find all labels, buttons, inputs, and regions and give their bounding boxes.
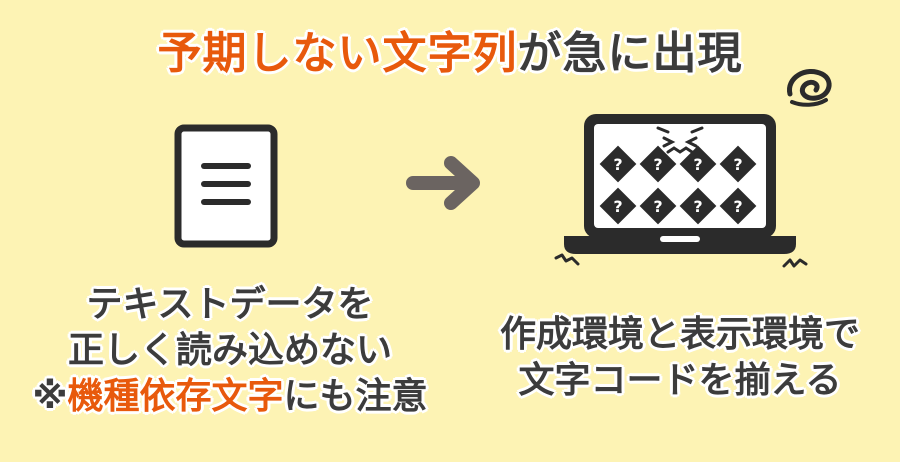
right-caption: 作成環境と表示環境で 文字コードを揃える — [460, 312, 900, 404]
shake-lines-icon — [554, 253, 580, 266]
right-caption-line1: 作成環境と表示環境で — [499, 314, 860, 355]
document-icon — [174, 124, 278, 248]
replacement-char: ? — [653, 155, 662, 174]
replacement-char: ? — [733, 155, 742, 174]
left-caption-line2: 正しく読み込めない — [67, 330, 392, 371]
arrow-right-icon — [406, 156, 480, 210]
left-caption: テキストデータを 正しく読み込めない ※機種依存文字にも注意 — [0, 282, 460, 420]
replacement-char: ? — [613, 197, 622, 216]
shake-lines-icon — [782, 258, 808, 268]
headline: 予期しない文字列が急に出現 — [0, 26, 900, 82]
replacement-char: ? — [613, 155, 622, 174]
note-highlight: 機種依存文字 — [67, 376, 284, 417]
left-caption-line3: ※機種依存文字にも注意 — [0, 374, 460, 420]
headline-highlight: 予期しない文字列 — [157, 28, 518, 79]
left-caption-line1: テキストデータを — [86, 284, 374, 325]
replacement-char: ? — [693, 155, 702, 174]
laptop-icon: ? ? ? ? ? ? ? — [564, 114, 796, 254]
note-suffix: にも注意 — [283, 376, 428, 417]
replacement-char: ? — [653, 197, 662, 216]
replacement-char: ? — [693, 197, 702, 216]
note-mark: ※ — [32, 376, 68, 417]
dizzy-swirl-icon — [787, 69, 832, 107]
headline-rest: が急に出現 — [517, 28, 743, 79]
replacement-char: ? — [733, 197, 742, 216]
right-caption-line2: 文字コードを揃える — [518, 360, 842, 401]
